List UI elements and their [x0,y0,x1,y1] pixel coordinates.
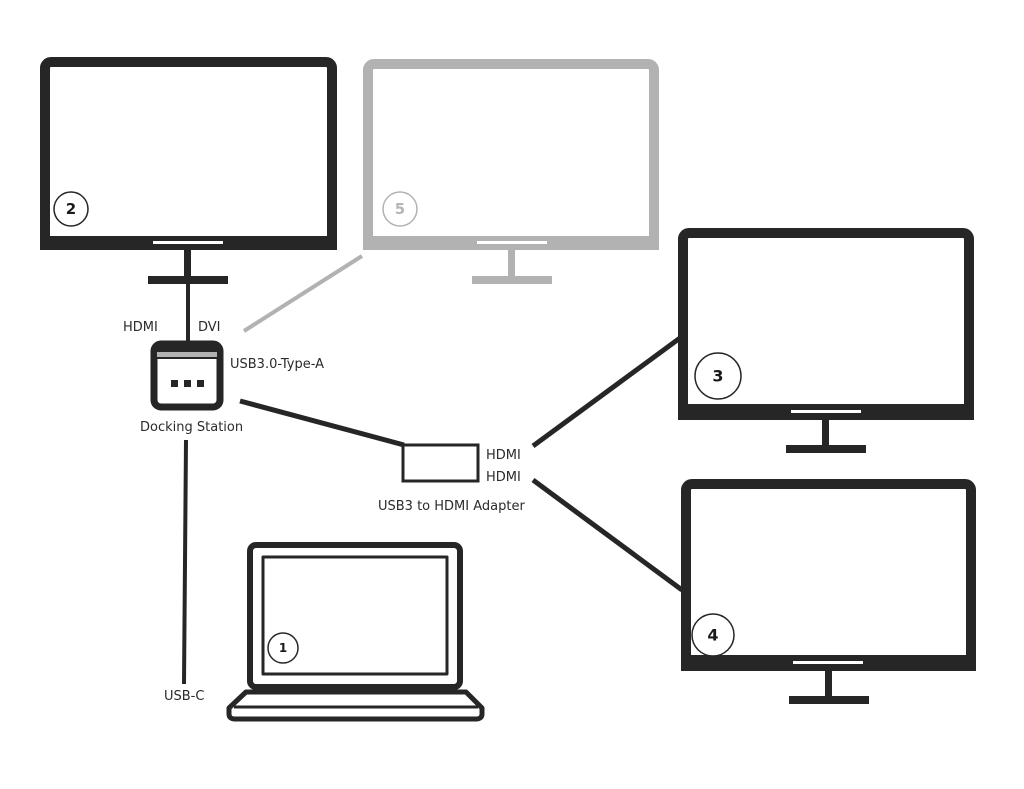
monitor-5: 5 [363,59,659,284]
cable-hdmi-monitor-4 [531,477,684,593]
monitor-icon [40,57,337,284]
monitor-3: 3 [678,228,974,453]
hdmi-label-docking: HDMI [123,320,158,335]
usb-hdmi-adapter: USB3 to HDMI Adapter [378,443,525,514]
docking-station-label: Docking Station [140,420,243,435]
monitor-4: 4 [681,479,976,704]
monitor-icon [678,228,974,453]
laptop-icon [226,542,485,722]
monitor-number-4: 4 [707,626,718,645]
connection-labels: HDMI DVI USB3.0-Type-A HDMI HDMI USB-C [123,320,521,704]
monitor-2: 2 [40,57,337,284]
cable-dvi-monitor-5 [242,254,364,333]
laptop-number-badge [267,632,299,664]
adapter-label: USB3 to HDMI Adapter [378,499,525,514]
usb3-type-a-label: USB3.0-Type-A [230,357,324,372]
usb-hdmi-adapter-icon [401,443,480,483]
monitor-number-3: 3 [712,367,723,386]
usb-c-label: USB-C [164,689,204,704]
hdmi-label-adapter-bottom: HDMI [486,470,521,485]
monitor-icon [363,59,659,284]
dvi-label: DVI [198,320,221,335]
monitor-number-badge [691,613,735,657]
monitor-number-2: 2 [66,200,76,218]
monitor-number-badge [53,191,89,227]
docking-station: Docking Station [140,340,243,435]
cable-usb-c-laptop [182,439,188,685]
hdmi-label-adapter-top: HDMI [486,448,521,463]
cable-hdmi-monitor-3 [531,335,682,449]
monitor-icon [681,479,976,704]
docking-station-icon [150,340,224,411]
monitor-number-badge [382,191,418,227]
laptop: 1 [226,542,485,722]
cable-usb3-to-adapter [239,398,405,448]
monitor-number-badge [694,352,742,400]
monitor-number-5: 5 [395,200,405,218]
cables [182,254,684,685]
laptop-number-1: 1 [279,641,287,655]
